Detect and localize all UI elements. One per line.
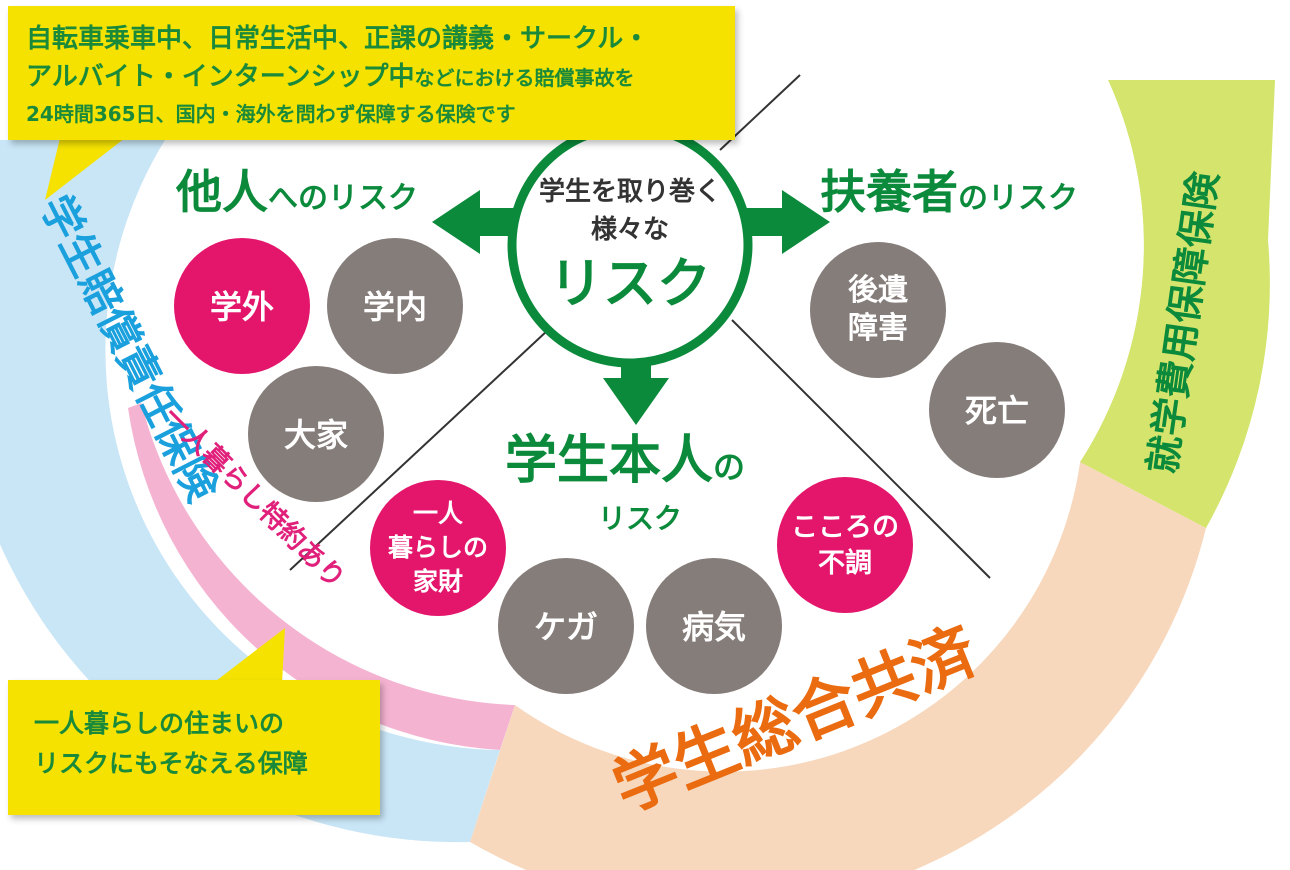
callout-special-description: 一人暮らしの住まいの リスクにもそなえる保障: [8, 680, 380, 815]
risk-household: 一人 暮らしの 家財: [370, 480, 506, 616]
svg-text:ケガ: ケガ: [534, 608, 598, 646]
svg-text:障害: 障害: [848, 311, 908, 346]
self-risk-heading: 学生本人の: [505, 431, 745, 491]
callout-bottom-pointer: [212, 628, 285, 684]
callout-bottom-line1: 一人暮らしの住まいの: [34, 709, 285, 738]
center-title: リスク: [549, 252, 711, 315]
svg-text:家財: 家財: [413, 567, 463, 596]
svg-text:学外: 学外: [210, 288, 274, 326]
others-risk-heading: 他人へのリスク: [175, 165, 418, 219]
tuition-band: [1080, 80, 1275, 528]
center-circle: [507, 122, 753, 368]
svg-text:後遺: 後遺: [848, 273, 909, 308]
callout-liability-description: 自転車乗車中、日常生活中、正課の講義・サークル・ アルバイト・インターンシップ中…: [8, 6, 735, 140]
risk-illness: 病気: [646, 558, 782, 694]
dependents-risk-heading: 扶養者のリスク: [820, 165, 1078, 219]
arrow-down-icon: [603, 345, 669, 425]
callout-top-line3: 24時間365日、国内・海外を問わず保障する保険です: [26, 102, 516, 126]
risk-landlord: 大家: [248, 366, 384, 502]
svg-text:不調: 不調: [818, 547, 872, 579]
svg-text:こころの: こころの: [791, 512, 899, 543]
arrow-right-icon: [742, 190, 830, 254]
center-line1: 学生を取り巻く: [539, 176, 721, 207]
callout-top-line1: 自転車乗車中、日常生活中、正課の講義・サークル・: [26, 24, 650, 54]
svg-text:大家: 大家: [284, 416, 348, 454]
callout-top-line2: アルバイト・インターンシップ中などにおける賠償事故を: [26, 62, 635, 92]
risk-death: 死亡: [929, 342, 1065, 478]
risk-injury: ケガ: [498, 558, 634, 694]
svg-text:学内: 学内: [363, 288, 427, 326]
center-line2: 様々な: [591, 214, 669, 245]
svg-text:暮らしの: 暮らしの: [388, 533, 488, 562]
callout-top-pointer: [45, 138, 125, 200]
self-risk-subheading: リスク: [598, 502, 682, 535]
callout-bottom-line2: リスクにもそなえる保障: [34, 749, 308, 778]
risk-mental: こころの 不調: [777, 477, 913, 613]
arrow-left-icon: [432, 190, 520, 254]
risk-disability: 後遺 障害: [810, 242, 946, 378]
divider-line: [289, 329, 549, 571]
risk-outside: 学外: [174, 238, 310, 374]
risk-inside: 学内: [327, 238, 463, 374]
svg-text:死亡: 死亡: [965, 392, 1029, 430]
liability-band: [0, 140, 500, 843]
mutual-aid-band: [470, 462, 1206, 870]
svg-text:病気: 病気: [682, 608, 746, 646]
divider-line: [731, 319, 991, 579]
svg-text:一人: 一人: [413, 499, 463, 528]
